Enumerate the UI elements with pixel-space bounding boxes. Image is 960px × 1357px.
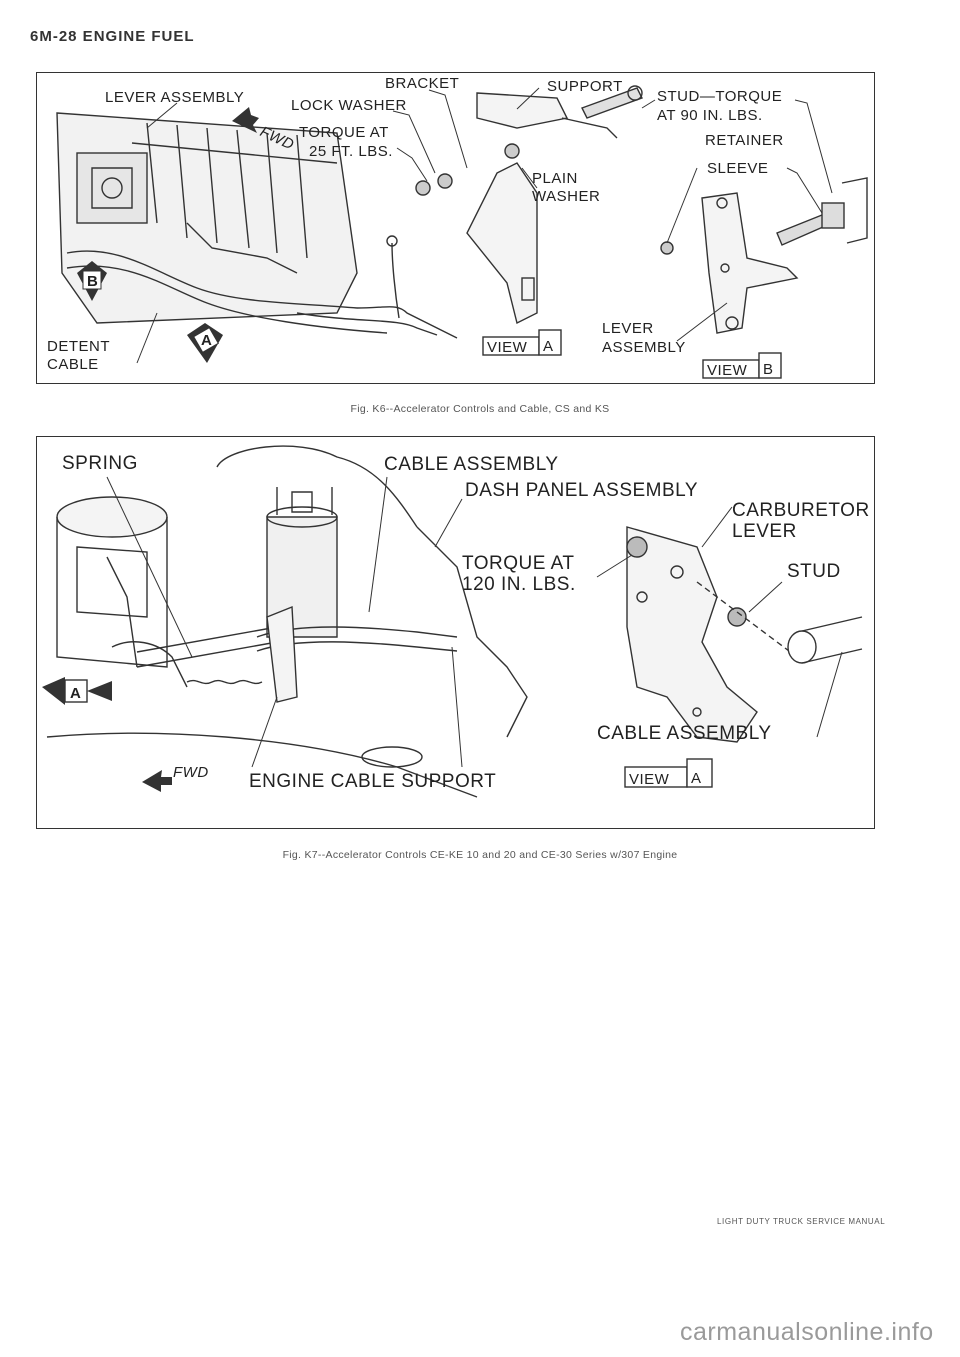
label-stud-torque: STUD—TORQUE	[657, 88, 782, 105]
view-b-tag: VIEW B	[702, 352, 782, 379]
label-dash-panel-assembly: DASH PANEL ASSEMBLY	[465, 480, 698, 501]
view-a-tag: VIEW A	[482, 329, 562, 356]
watermark: carmanualsonline.info	[680, 1318, 934, 1346]
label-lever-assembly: LEVER ASSEMBLY	[105, 89, 244, 106]
fwd-arrow-icon: FWD	[142, 764, 209, 792]
label-bracket: BRACKET	[385, 75, 459, 92]
label-torque-value: 120 IN. LBS.	[462, 574, 576, 595]
figure-k6-caption: Fig. K6--Accelerator Controls and Cable,…	[350, 403, 610, 415]
figure-k7-illustration: SPRING CABLE ASSEMBLY DASH PANEL ASSEMBL…	[42, 445, 870, 798]
figure-k7: SPRING CABLE ASSEMBLY DASH PANEL ASSEMBL…	[36, 436, 875, 829]
label-torque-at: TORQUE AT	[462, 553, 575, 574]
label-lever: LEVER	[732, 521, 797, 542]
label-lever: LEVER	[602, 320, 654, 337]
callout-a: A	[187, 323, 223, 363]
figure-k6-illustration: LEVER ASSEMBLY BRACKET SUPPORT LOCK WASH…	[47, 75, 868, 379]
svg-text:A: A	[543, 338, 554, 355]
svg-text:B: B	[87, 273, 98, 290]
label-stud-torque-value: AT 90 IN. LBS.	[657, 107, 763, 124]
callout-b: B	[77, 261, 107, 301]
engine-intake-drawing	[56, 85, 868, 339]
figure-k6: LEVER ASSEMBLY BRACKET SUPPORT LOCK WASH…	[36, 72, 875, 384]
label-cable: CABLE	[47, 356, 99, 373]
label-torque-value: 25 FT. LBS.	[309, 143, 393, 160]
label-assembly: ASSEMBLY	[602, 339, 686, 356]
label-cable-assembly-top: CABLE ASSEMBLY	[384, 454, 559, 475]
label-stud: STUD	[787, 561, 841, 582]
label-lock-washer: LOCK WASHER	[291, 97, 407, 114]
label-fwd: FWD	[173, 764, 209, 781]
label-washer: WASHER	[532, 188, 600, 205]
svg-text:VIEW: VIEW	[707, 362, 748, 379]
svg-text:A: A	[201, 332, 212, 349]
page-header: 6M-28 ENGINE FUEL	[30, 28, 195, 45]
label-support: SUPPORT	[547, 78, 623, 95]
label-torque-at: TORQUE AT	[299, 124, 389, 141]
figure-k7-caption: Fig. K7--Accelerator Controls CE-KE 10 a…	[282, 849, 678, 861]
label-sleeve: SLEEVE	[707, 160, 768, 177]
callout-a: A	[42, 677, 112, 705]
view-a-tag: VIEW A	[624, 758, 713, 788]
svg-text:VIEW: VIEW	[629, 771, 670, 788]
page-footer: LIGHT DUTY TRUCK SERVICE MANUAL	[717, 1217, 886, 1226]
label-retainer: RETAINER	[705, 132, 784, 149]
figure-k7-leader-lines	[106, 476, 843, 768]
label-engine-cable-support: ENGINE CABLE SUPPORT	[249, 771, 496, 792]
svg-text:A: A	[691, 770, 702, 787]
svg-text:A: A	[70, 685, 81, 702]
label-carburetor: CARBURETOR	[732, 500, 870, 521]
label-cable-assembly-bottom: CABLE ASSEMBLY	[597, 723, 772, 744]
label-spring: SPRING	[62, 453, 138, 474]
engine-carburetor-drawing	[46, 445, 863, 798]
label-detent: DETENT	[47, 338, 110, 355]
figure-k6-leader-lines	[136, 87, 833, 364]
svg-text:B: B	[763, 361, 774, 378]
svg-text:VIEW: VIEW	[487, 339, 528, 356]
label-plain: PLAIN	[532, 170, 578, 187]
